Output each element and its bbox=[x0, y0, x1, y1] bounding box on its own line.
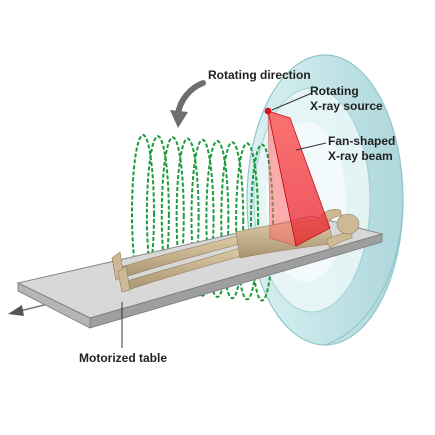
xray-source-label-line2: X-ray source bbox=[310, 99, 383, 113]
rotating-direction-label: Rotating direction bbox=[208, 68, 311, 82]
beam-leader-line bbox=[295, 142, 327, 151]
rotation-arrow bbox=[170, 80, 206, 128]
motorized-table-label: Motorized table bbox=[79, 351, 168, 365]
xray-source-label-line1: Rotating bbox=[310, 84, 359, 98]
xray-source-dot bbox=[264, 107, 272, 115]
helix-loop bbox=[235, 142, 260, 301]
fan-xray-beam bbox=[267, 110, 331, 247]
gantry-front-edge bbox=[324, 199, 404, 346]
helix-loop bbox=[220, 141, 245, 300]
helix-loop bbox=[205, 140, 230, 298]
source-leader-line bbox=[271, 92, 313, 111]
fan-beam-label-line2: X-ray beam bbox=[328, 149, 393, 163]
helix-loop bbox=[190, 138, 215, 297]
fan-beam-label-line1: Fan-shaped bbox=[328, 134, 396, 148]
